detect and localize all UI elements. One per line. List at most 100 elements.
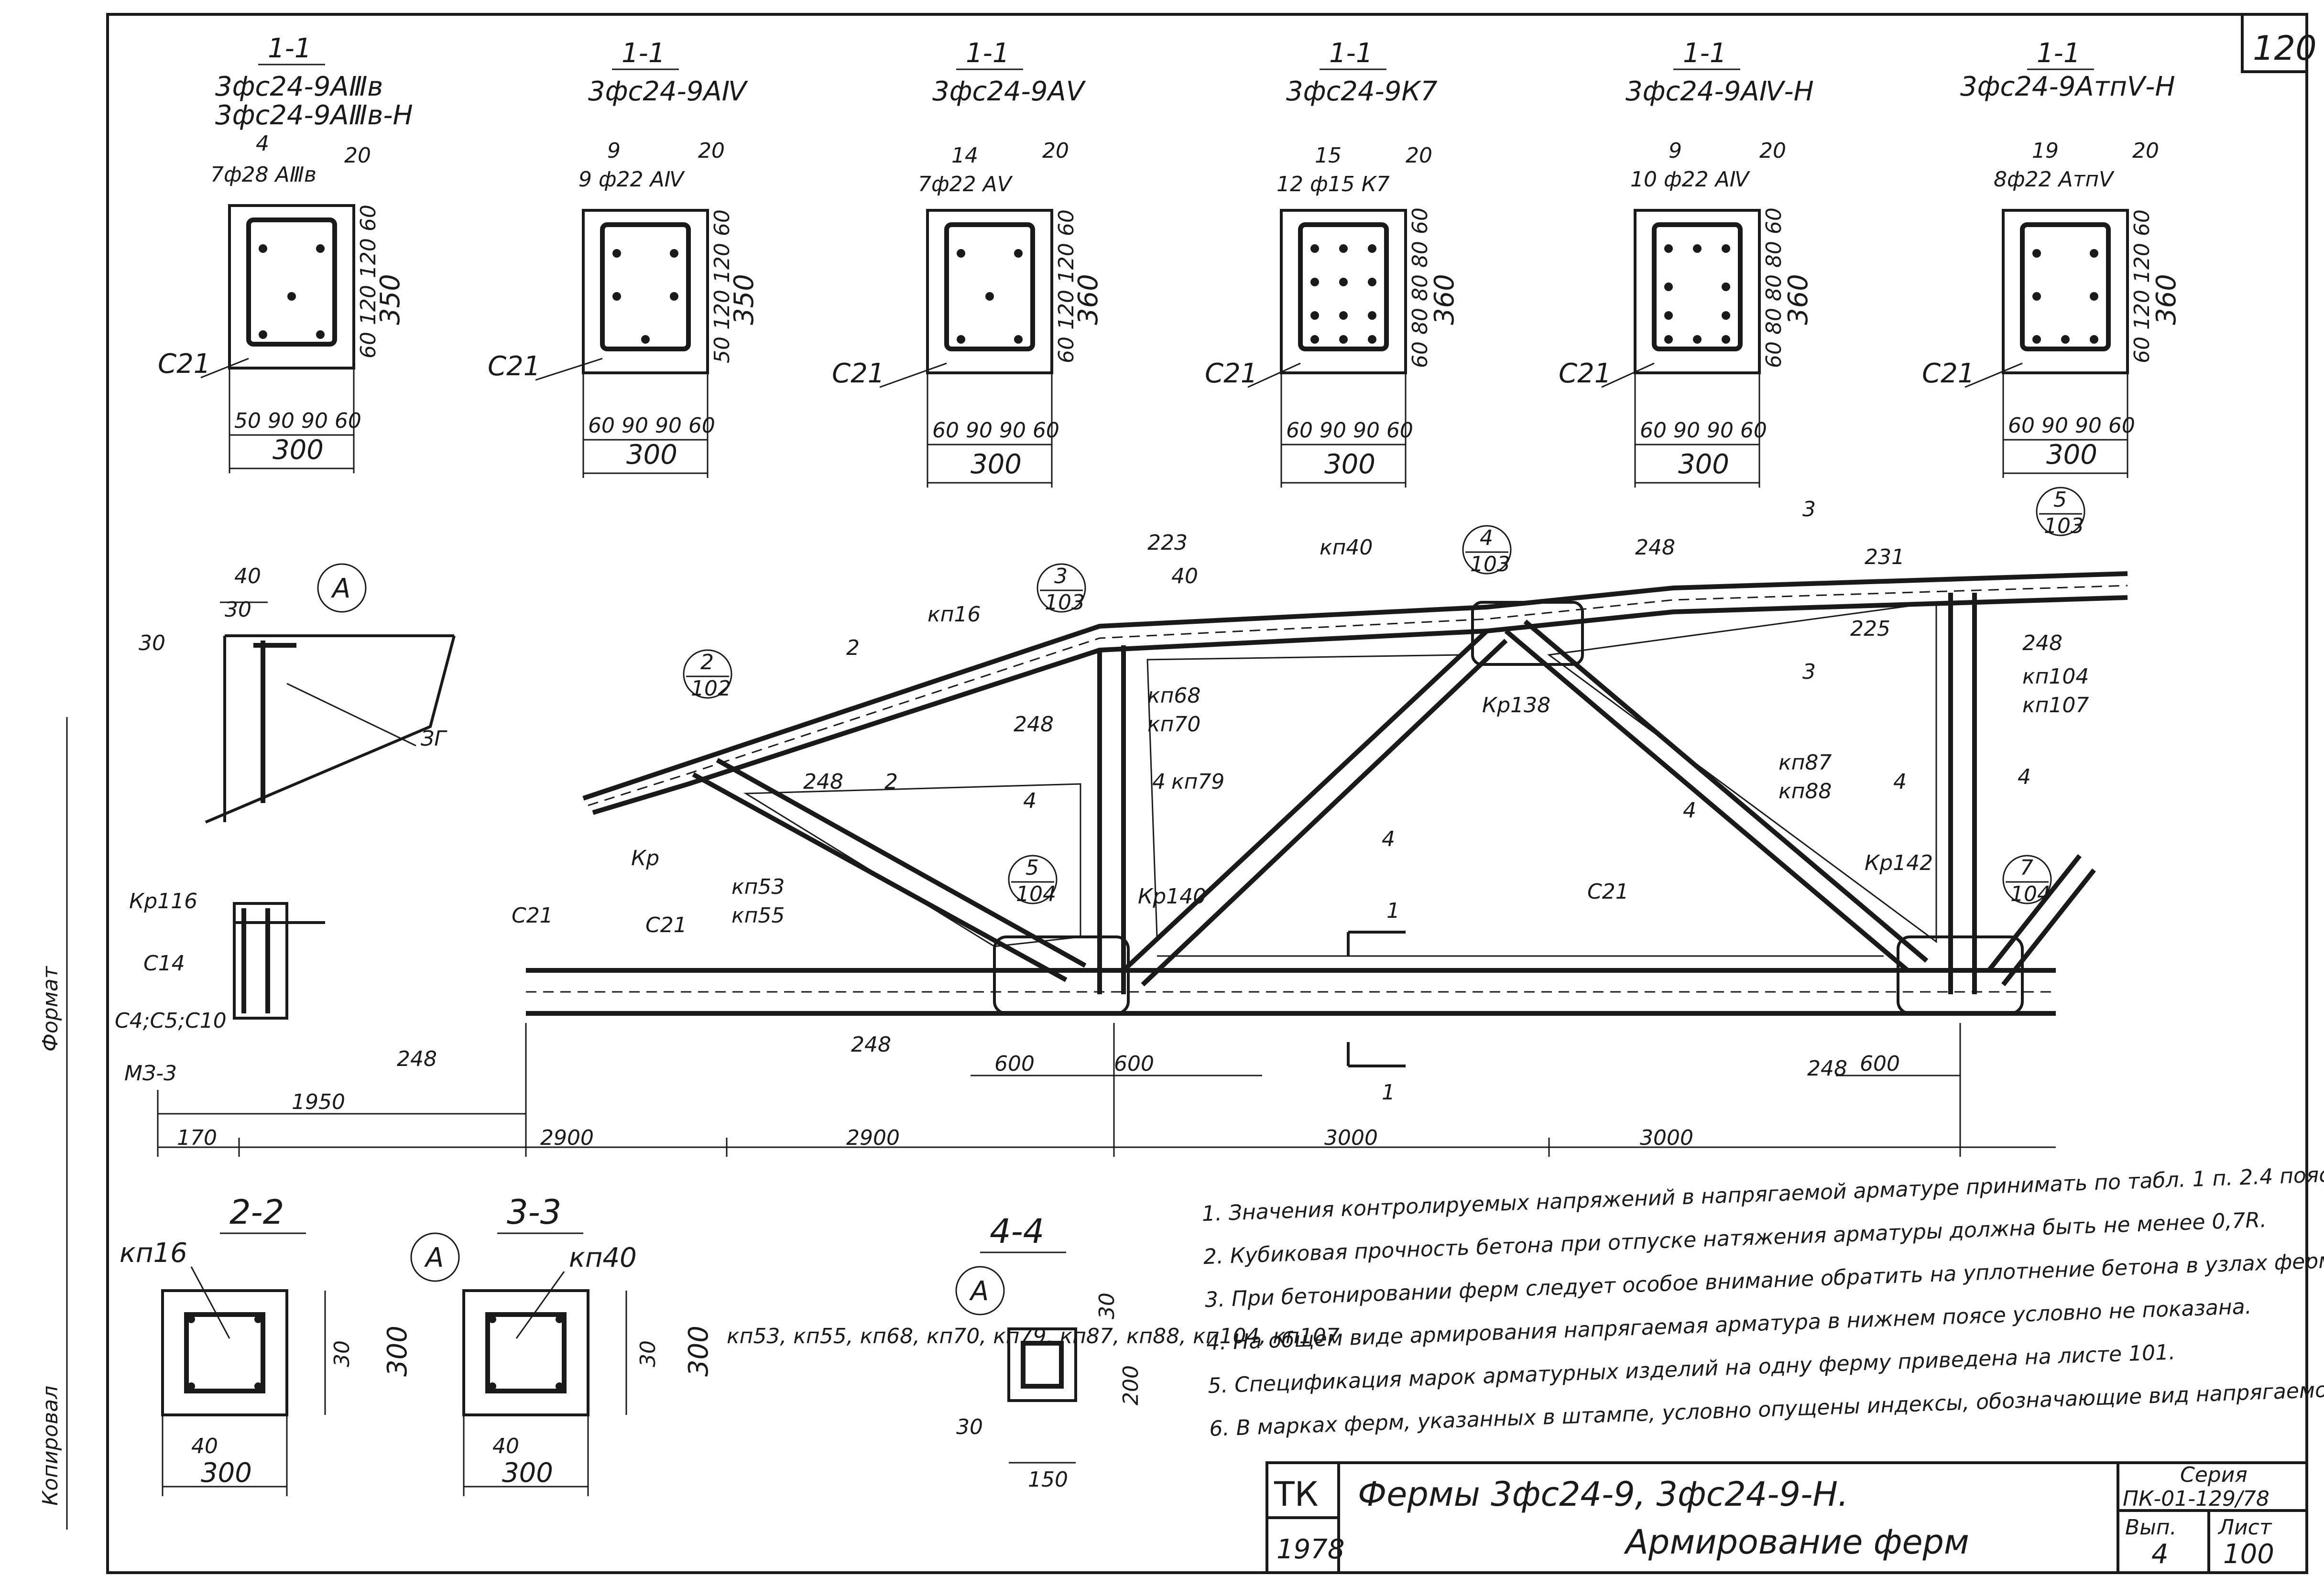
detail-a-label: A	[331, 573, 350, 604]
node-sheet: 103	[2044, 514, 2084, 538]
label-c21-b: C21	[645, 913, 687, 937]
cut-title: 3-3	[507, 1193, 561, 1232]
section-vdims: 60 80 80 80 60	[1408, 207, 1432, 368]
detail-a-dim-3: 30	[139, 631, 165, 655]
cut-4-c: 4	[1382, 827, 1395, 851]
cut-title: 2-2	[229, 1193, 284, 1232]
label-248-c: 248	[803, 770, 843, 794]
label-c14: C14	[143, 951, 185, 976]
section-title: 1-1	[1683, 38, 1726, 69]
label-kp107: кп107	[2022, 693, 2089, 717]
stamp-year: 1978	[1277, 1534, 1345, 1565]
section-1-1-f: 1-1 3фс24-9АтпⅤ-Н 19 8ф22 АтпⅤ 20 60 90 …	[1922, 38, 2182, 478]
cut-1-bottom: 1	[1382, 1080, 1395, 1105]
section-pos: 9	[607, 139, 621, 163]
node-sheet: 103	[1470, 552, 1510, 576]
node-sheet: 103	[1045, 590, 1085, 615]
label-231: 231	[1865, 545, 1905, 569]
cut-4-a: 4	[1023, 789, 1037, 813]
section-total: 300	[2046, 439, 2097, 470]
cut-4-4: 4-4 A кп53, кп55, кп68, кп70, кп79, кп87…	[727, 1212, 1340, 1492]
label-kp70: кп70	[1147, 712, 1200, 737]
frame	[106, 13, 2308, 1574]
stamp-subtitle: Армирование ферм	[1624, 1522, 1969, 1562]
section-1-1-e: 1-1 3фс24-9АⅣ-Н 9 10 ф22 АⅣ 20 60 90 90 …	[1559, 38, 1814, 488]
cut-dim-2: 300	[502, 1457, 553, 1489]
label-248-f: 248	[1635, 535, 1675, 560]
detail-a-dim-2: 30	[225, 598, 251, 622]
cut-3-a: 3	[1802, 497, 1816, 522]
section-widths: 60 90 90 60	[1286, 418, 1413, 443]
stamp-sheet: 100	[2223, 1539, 2274, 1570]
section-mark-2: 3фс24-9АⅢв-Н	[215, 100, 413, 131]
label-kp104: кп104	[2022, 664, 2089, 689]
cut-2-b: 2	[884, 770, 898, 794]
dim-600-b: 600	[1114, 1052, 1154, 1076]
label-248-e: 248	[1807, 1056, 1847, 1081]
node-7: 7 104	[2002, 855, 2052, 906]
label-kp68: кп68	[1147, 684, 1200, 708]
section-total: 300	[1324, 449, 1375, 480]
label-kr116: Кр116	[129, 889, 197, 913]
section-clip: C21	[1559, 358, 1611, 389]
cut-dim-1: 30	[956, 1415, 983, 1439]
dim-20: 20	[698, 139, 725, 163]
cut-2-a: 2	[846, 636, 860, 660]
stamp-issue: 4	[2151, 1539, 2169, 1570]
margin-text-2: Формат	[38, 966, 63, 1052]
node-sheet: 104	[2010, 882, 2051, 906]
node-markers: 2 102 3 103 4 103 5 103 5 104 7 104	[683, 487, 2085, 906]
dim-20: 20	[1759, 139, 1786, 163]
label-kr138: Кр138	[1482, 693, 1550, 717]
label-c21-c: C21	[1587, 880, 1629, 904]
cut-4-d: 4	[1683, 798, 1696, 823]
label-mz3: МЗ-3	[124, 1061, 177, 1086]
node-num: 3	[1054, 564, 1068, 588]
cut-4-e: 4	[1893, 770, 1907, 794]
section-mark-1: 3фс24-9АⅣ	[588, 76, 748, 107]
left-margin: Копировал Формат	[38, 717, 68, 1530]
node-5-bottom: 5 104	[1008, 855, 1058, 906]
notes: 1. Значения контролируемых напряжений в …	[1201, 1155, 2324, 1441]
label-248-d: 248	[1014, 712, 1054, 737]
section-widths: 60 90 90 60	[932, 418, 1059, 443]
stamp-series: ПК-01-129/78	[2123, 1487, 2269, 1511]
dim-2900-b: 2900	[846, 1126, 900, 1150]
cut-dim-1: 40	[492, 1434, 519, 1458]
section-mark-1: 3фс24-9К7	[1286, 76, 1438, 107]
margin-text-1: Копировал	[38, 1386, 63, 1506]
dim-1950: 1950	[292, 1090, 345, 1114]
label-c4-c5-c10: C4;C5;C10	[115, 1009, 227, 1033]
section-pos: 15	[1315, 143, 1342, 168]
section-vdims: 60 80 80 80 60	[1762, 207, 1786, 368]
label-kr140: Кр140	[1138, 884, 1206, 909]
section-height: 360	[1429, 274, 1460, 325]
label-kp87: кп87	[1778, 750, 1832, 775]
section-widths: 60 90 90 60	[588, 413, 715, 438]
dim-20: 20	[1042, 139, 1069, 163]
section-clip: C21	[1205, 358, 1257, 389]
cut-dim-3: 30	[330, 1340, 354, 1367]
section-bars: 9 ф22 АⅣ	[578, 167, 686, 192]
section-bars: 8ф22 АтпⅤ	[1994, 167, 2115, 192]
label-248-a: 248	[397, 1047, 437, 1071]
section-vdims: 50 120 120 60	[710, 209, 734, 363]
stamp-series-label: Серия	[2180, 1463, 2248, 1487]
node-3: 3 103	[1037, 563, 1086, 615]
cut-detail: A	[424, 1242, 444, 1273]
detail-a-dim-1: 40	[234, 564, 261, 588]
section-height: 350	[375, 274, 406, 325]
label-c21-a: C21	[512, 903, 553, 928]
section-height: 350	[729, 274, 760, 325]
section-pos: 14	[951, 143, 978, 168]
label-223: 223	[1147, 531, 1188, 555]
label-kp53: кп53	[731, 875, 785, 899]
dim-2900-a: 2900	[540, 1126, 594, 1150]
dim-3000-b: 3000	[1640, 1126, 1693, 1150]
label-248-b: 248	[851, 1033, 891, 1057]
section-pos: 9	[1669, 139, 1682, 163]
cut-dim-3: 30	[1095, 1293, 1119, 1319]
node-num: 5	[2053, 488, 2067, 512]
section-1-1-d: 1-1 3фс24-9К7 15 12 ф15 К7 20 60 90 90 6…	[1205, 38, 1460, 488]
section-clip: C21	[832, 358, 884, 389]
